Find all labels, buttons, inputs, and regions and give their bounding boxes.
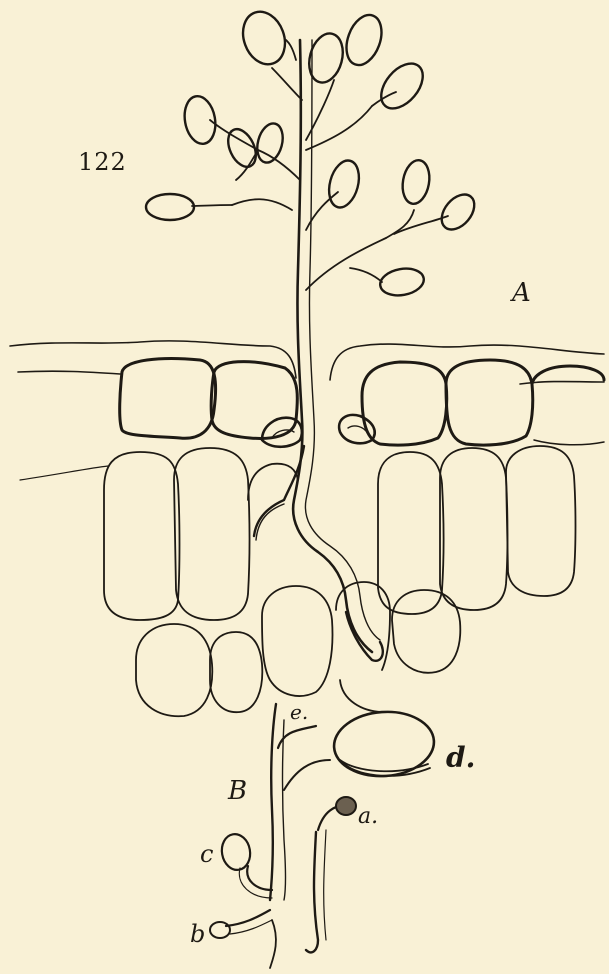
conidium-9 (399, 158, 432, 206)
label-c: c (200, 842, 213, 866)
epidermal-cell-1 (120, 359, 216, 439)
guard-cell-right (339, 415, 375, 443)
cuticle-bottom-left (20, 466, 108, 480)
epidermal-cell-5b (534, 440, 604, 445)
panel-label-a: A (512, 280, 531, 306)
branch-3 (306, 80, 334, 140)
label-d: d. (446, 744, 475, 772)
branch-9 (232, 199, 292, 210)
branch-d (284, 760, 330, 790)
conidium-12 (378, 265, 426, 298)
branch-a-stem (306, 832, 318, 952)
branch-bottom (270, 920, 276, 968)
spore-a (336, 797, 356, 815)
palisade-cell-6 (506, 446, 576, 596)
label-b: b (190, 922, 205, 946)
conidium-5 (181, 94, 219, 146)
spongy-cell-6 (340, 680, 384, 712)
epidermal-cell-4 (446, 360, 533, 445)
spore-b (210, 922, 230, 938)
branch-c (247, 866, 272, 890)
branch-14 (394, 216, 448, 234)
germ-stalk-left (270, 704, 276, 900)
palisade-cell-5 (440, 448, 508, 610)
figure-number: 122 (78, 148, 127, 176)
branch-7 (210, 120, 258, 150)
conidia (146, 6, 481, 299)
palisade-cell-2 (174, 448, 250, 620)
label-a: a. (358, 806, 378, 828)
panel-label-b: B (228, 778, 247, 804)
branch-b-inner (230, 920, 272, 934)
conidium-10 (435, 188, 481, 235)
spore-d (332, 709, 436, 780)
branch-12 (306, 238, 386, 290)
palisade-cell-1 (104, 452, 180, 620)
conidium-2 (304, 30, 348, 87)
conidium-8 (324, 157, 363, 211)
label-e: e. (290, 702, 308, 722)
epidermal-cell-2 (211, 362, 297, 439)
branch-c-inner (239, 868, 272, 898)
conidium-4 (373, 56, 431, 116)
spongy-cell-3 (262, 586, 332, 696)
branch-2 (272, 68, 302, 100)
spongy-cell-1 (136, 624, 212, 716)
branch-a-inner (324, 830, 326, 940)
palisade-cell-4 (378, 452, 444, 614)
branch-10 (192, 205, 232, 206)
conidium-3 (340, 10, 388, 70)
conidium-1 (236, 6, 292, 70)
cuticle-lower-left (18, 371, 120, 374)
conidium-11 (146, 194, 194, 220)
branch-15 (350, 268, 382, 282)
conidium-7 (253, 121, 287, 166)
leaf-tissue (10, 341, 604, 716)
spongy-cell-2 (210, 632, 262, 712)
branch-1 (286, 40, 296, 60)
branch-13 (386, 210, 414, 238)
palisade-cell-3 (248, 464, 298, 500)
germ-stalk-right (283, 720, 286, 900)
branch-4 (306, 106, 372, 150)
germ-tube-figure (210, 704, 436, 968)
